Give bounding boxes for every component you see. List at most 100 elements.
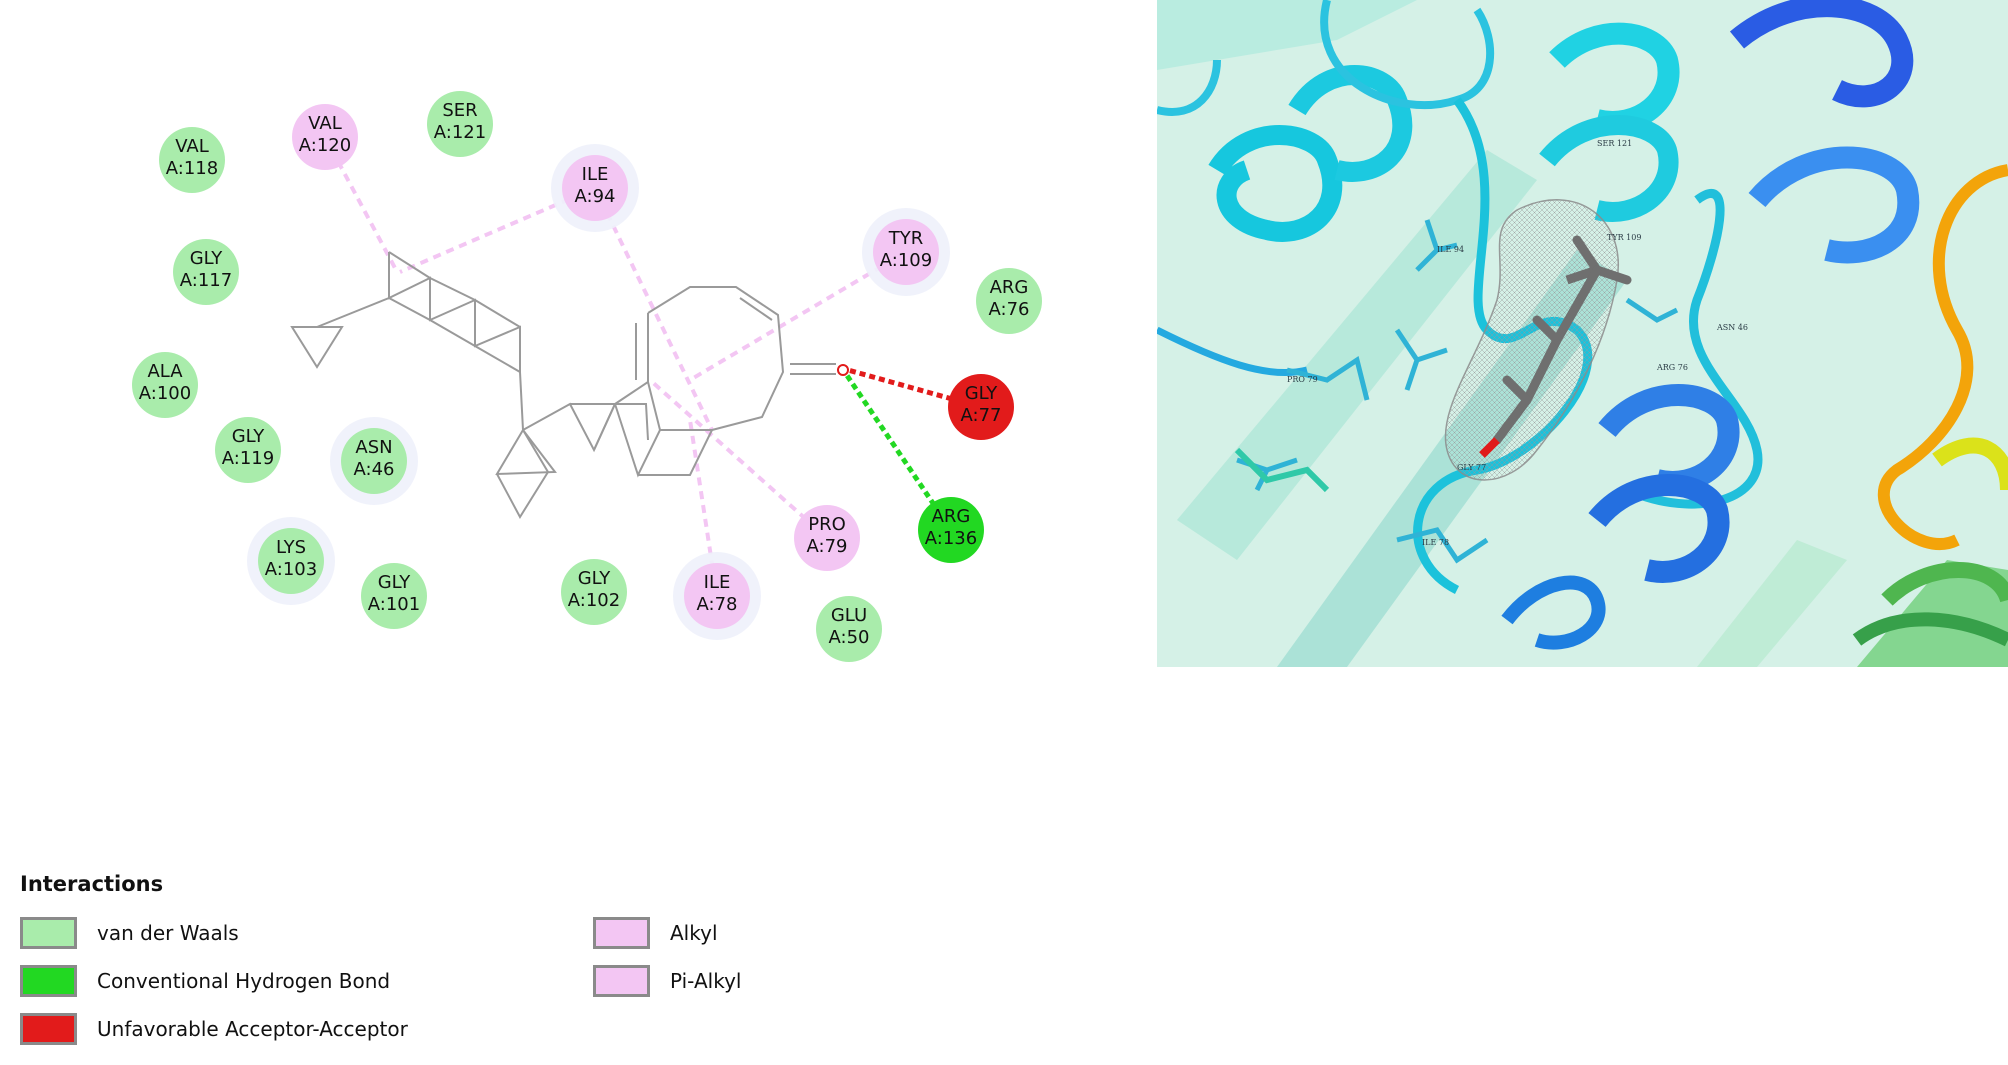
residue-disc bbox=[258, 528, 324, 594]
ligand-bond bbox=[474, 345, 521, 373]
residue-disc bbox=[684, 563, 750, 629]
interaction-line-alkyl bbox=[593, 187, 714, 431]
legend-swatch bbox=[20, 917, 77, 949]
residue-id: A:117 bbox=[180, 270, 232, 291]
ligand-bond bbox=[495, 428, 557, 476]
residue-disc bbox=[794, 505, 860, 571]
helix-ribbon bbox=[1501, 575, 1606, 650]
residue-disc bbox=[173, 239, 239, 305]
residue-id: A:118 bbox=[166, 158, 218, 179]
legend-label: Pi-Alkyl bbox=[670, 969, 742, 993]
ligand-bond bbox=[474, 299, 521, 328]
residue-id: A:94 bbox=[575, 186, 616, 207]
residue-id: A:120 bbox=[299, 135, 351, 156]
legend-item-conventional-hydrogen-bond: Conventional Hydrogen Bond bbox=[20, 965, 390, 997]
residue-id: A:121 bbox=[434, 122, 486, 143]
structure-label: TYR 109 bbox=[1607, 233, 1641, 242]
residue-name: GLY bbox=[190, 248, 224, 269]
helix-ribbon bbox=[1881, 562, 2008, 606]
residue-id: A:50 bbox=[829, 627, 870, 648]
residue-name: ILE bbox=[582, 164, 609, 185]
helix-ribbon bbox=[1208, 125, 1343, 242]
legend-label: Alkyl bbox=[670, 921, 718, 945]
residue-disc bbox=[159, 127, 225, 193]
residue-name: LYS bbox=[276, 537, 306, 558]
residue-name: SER bbox=[442, 100, 477, 121]
ligand-bond bbox=[290, 326, 344, 369]
residue-disc bbox=[292, 104, 358, 170]
residue-name: VAL bbox=[308, 113, 342, 134]
structure-label: ARG 76 bbox=[1656, 363, 1688, 372]
residue-disc bbox=[427, 91, 493, 157]
residue-disc bbox=[816, 596, 882, 662]
residue-name: ARG bbox=[990, 277, 1029, 298]
beta-sheet bbox=[1157, 0, 1417, 70]
residue-name: GLY bbox=[232, 426, 266, 447]
ligand-bond bbox=[593, 403, 616, 451]
ligand-bond bbox=[429, 319, 476, 347]
residue-name: ASN bbox=[355, 437, 392, 458]
residue-name: GLY bbox=[965, 383, 999, 404]
ligand-bond bbox=[388, 251, 431, 279]
ligand-bond bbox=[316, 297, 390, 328]
residue-disc bbox=[132, 352, 198, 418]
residue-sticks bbox=[1234, 447, 1330, 493]
residue-id: A:76 bbox=[989, 299, 1030, 320]
helix-ribbon bbox=[1748, 146, 1920, 264]
residue-name: PRO bbox=[808, 514, 846, 535]
structure-label: ILE 94 bbox=[1437, 245, 1464, 254]
residue-id: A:109 bbox=[880, 250, 932, 271]
binding-surface-mesh bbox=[1444, 199, 1619, 481]
residue-name: GLU bbox=[831, 605, 867, 626]
structure-label: SER 121 bbox=[1597, 139, 1632, 148]
residue-name: ILE bbox=[704, 572, 731, 593]
residue-disc bbox=[561, 559, 627, 625]
interaction-line-alkyl bbox=[648, 378, 829, 540]
loop-ribbon bbox=[1157, 0, 1495, 116]
residue-id: A:101 bbox=[368, 594, 420, 615]
ligand-bond bbox=[388, 297, 431, 321]
residue-disc bbox=[948, 374, 1014, 440]
helix-ribbon bbox=[1539, 115, 1679, 222]
residue-id: A:46 bbox=[354, 459, 395, 480]
residue-id: A:78 bbox=[697, 594, 738, 615]
ligand-oxygen bbox=[1479, 437, 1500, 458]
legend-title: Interactions bbox=[20, 872, 164, 896]
legend-label: van der Waals bbox=[97, 921, 239, 945]
legend-label: Conventional Hydrogen Bond bbox=[97, 969, 391, 993]
strand-ribbon bbox=[1932, 437, 2008, 491]
legend-swatch bbox=[20, 965, 77, 997]
residue-disc bbox=[976, 268, 1042, 334]
helix-ribbon bbox=[1729, 0, 1914, 108]
beta-sheet bbox=[1697, 540, 1847, 667]
residue-id: A:119 bbox=[222, 448, 274, 469]
residue-id: A:79 bbox=[807, 536, 848, 557]
loop-ribbon bbox=[1877, 164, 2008, 550]
structure-label: PRO 79 bbox=[1287, 375, 1318, 384]
legend-item-pi-alkyl: Pi-Alkyl bbox=[593, 965, 741, 997]
legend-item-van-der-waals: van der Waals bbox=[20, 917, 239, 949]
structure-label: ILE 78 bbox=[1422, 538, 1449, 547]
ligand-bond bbox=[739, 297, 773, 321]
ligand-sticks bbox=[1492, 235, 1632, 445]
ligand-bond bbox=[614, 403, 714, 478]
residue-id: A:103 bbox=[265, 559, 317, 580]
residue-disc bbox=[341, 428, 407, 494]
beta-sheet bbox=[1177, 150, 1537, 560]
